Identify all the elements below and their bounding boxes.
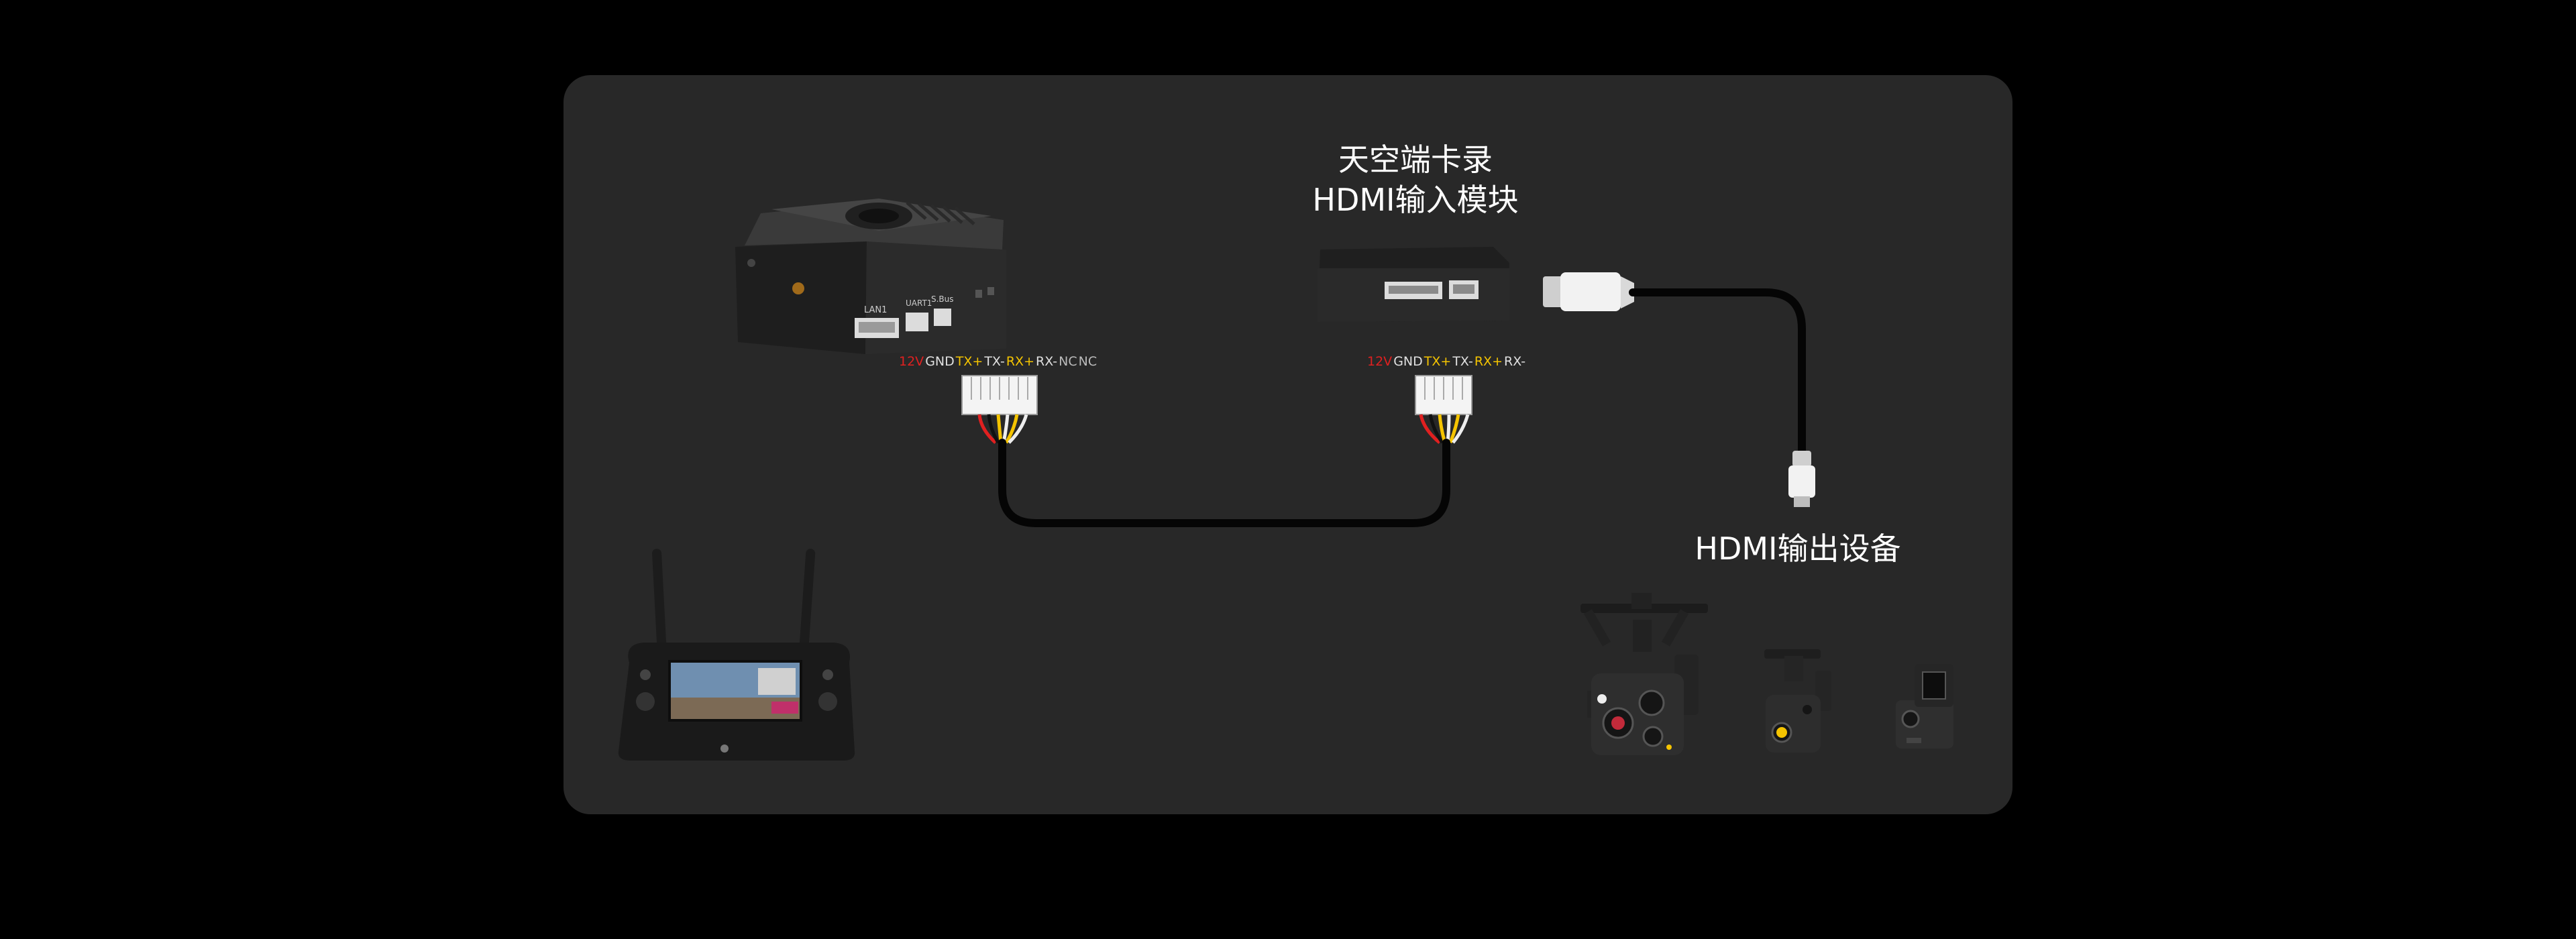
pin-label: RX+ [1006,354,1034,369]
pin-label: TX+ [1424,354,1452,369]
pin-label: RX+ [1474,354,1503,369]
pin-label: TX- [1452,354,1473,369]
pin-label: NC [1079,354,1097,369]
pin-label: 12V [899,354,924,369]
sky-module-label-line2: HDMI输入模块 [1308,180,1523,220]
pin-label: GND [925,354,955,369]
pin-label: TX- [984,354,1005,369]
sky-module-label: 天空端卡录 HDMI输入模块 [1308,140,1523,220]
gimbal-camera-small [1764,649,1831,753]
pin-label: TX+ [956,354,983,369]
hdmi-output-label: HDMI输出设备 [1690,529,1905,569]
hdmi-cable [1633,292,1802,451]
port-label-sbus: S.Bus [931,294,954,304]
pin-label: 12V [1367,354,1392,369]
pin-label: RX- [1036,354,1057,369]
right-serial-connector [1415,376,1472,443]
left-serial-connector [962,376,1037,443]
serial-cable [1002,443,1446,523]
ground-control-station [619,549,855,761]
pin-label: NC [1059,354,1077,369]
action-camera [1896,664,1953,749]
hdmi-input-module-device [1318,247,1509,322]
sky-module-label-line1: 天空端卡录 [1308,140,1523,180]
port-label-lan1: LAN1 [864,305,887,315]
port-label-uart1: UART1 [906,298,932,308]
pin-label: RX- [1504,354,1525,369]
air-unit-device: LAN1 UART1 S.Bus [735,199,1006,354]
gimbal-camera-large [1580,593,1708,755]
hdmi-plug-output [1788,451,1815,507]
pin-label: GND [1393,354,1423,369]
hdmi-plug-module [1543,272,1634,311]
